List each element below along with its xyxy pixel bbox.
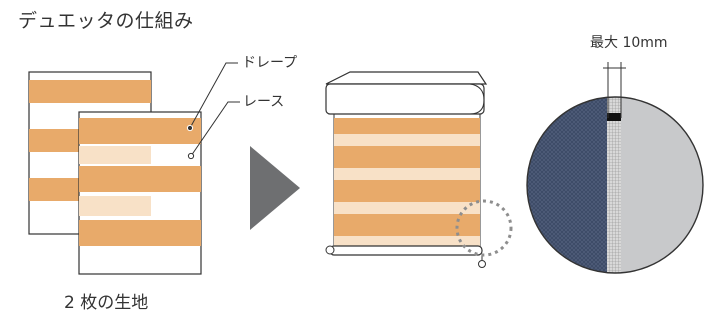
caption-two-fabrics: 2 枚の生地: [64, 293, 149, 313]
roller-blind: [325, 71, 488, 268]
lace-label: レース: [243, 94, 285, 110]
lace-leader: [187, 101, 240, 160]
drape-leader: [186, 62, 238, 132]
gap-dimension: [603, 62, 626, 118]
front-fabric-sheet: [78, 111, 202, 275]
closeup-view: [527, 97, 703, 273]
gap-label: 最大 10mm: [590, 35, 668, 51]
arrow-right-icon: [250, 146, 300, 230]
magnify-circle-icon: [455, 199, 513, 257]
diagram-title: デュエッタの仕組み: [18, 10, 194, 32]
drape-label: ドレープ: [242, 55, 298, 71]
